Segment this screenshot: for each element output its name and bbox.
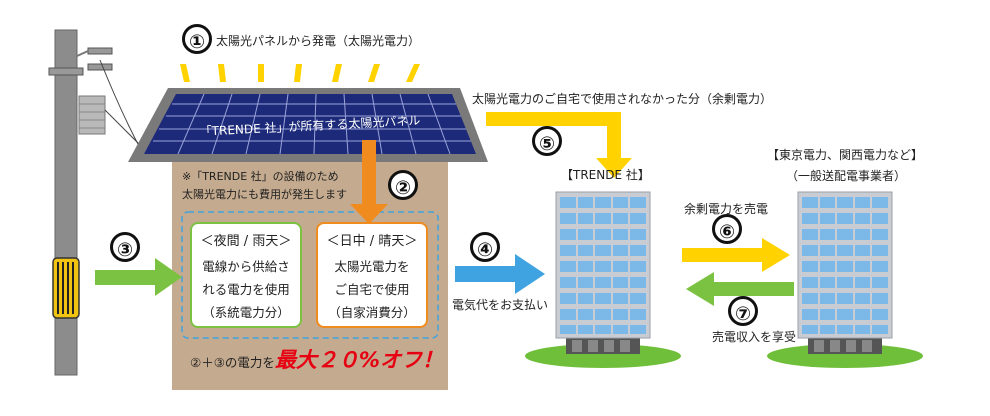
- revenue-label: 売電収入を享受: [712, 330, 797, 344]
- step-4-badge: ④: [470, 232, 500, 262]
- arrow-2-orange: [350, 140, 388, 224]
- utility-company-label: 【東京電力、関西電力など】: [767, 148, 924, 162]
- day-box-line-3: （自家消費分）: [328, 305, 416, 320]
- utility-type-label: （一般送配電事業者）: [786, 169, 907, 183]
- surplus-label: 太陽光電力のご自宅で使用されなかった分（余剰電力）: [472, 92, 773, 106]
- step-7-badge: ⑦: [728, 296, 758, 326]
- step-6-badge: ⑥: [712, 214, 742, 244]
- day-power-box: ＜日中 / 晴天＞ 太陽光電力を ご自宅で使用 （自家消費分）: [316, 222, 428, 328]
- discount-highlight: 最大２０%オフ！: [274, 348, 443, 372]
- day-box-header: ＜日中 / 晴天＞: [326, 234, 418, 249]
- night-power-box: ＜夜間 / 雨天＞ 電線から供給さ れる電力を使用 （系統電力分）: [190, 222, 302, 328]
- sun-rays-icon: [180, 64, 420, 82]
- discount-prefix: ②＋③の電力を: [190, 355, 275, 370]
- cost-note-line-1: ※「TRENDE 社」の設備のため: [182, 170, 339, 183]
- step-5-badge: ⑤: [532, 126, 562, 156]
- night-box-line-2: れる電力を使用: [202, 282, 290, 297]
- arrow-3-green: [95, 258, 182, 296]
- sell-surplus-label: 余剰電力を売電: [684, 202, 769, 216]
- night-box-line-3: （系統電力分）: [202, 305, 290, 320]
- cost-note: ※「TRENDE 社」の設備のため 太陽光電力にも費用が発生します: [182, 168, 347, 204]
- solar-panel: [128, 88, 488, 162]
- trende-building: [525, 191, 681, 368]
- dashed-outline: [181, 211, 439, 339]
- pay-bill-label: 電気代をお支払い: [452, 298, 549, 312]
- night-box-header: ＜夜間 / 雨天＞: [200, 234, 292, 249]
- arrow-7-green: [686, 272, 794, 306]
- utility-building: [767, 191, 923, 368]
- generation-label: 太陽光パネルから発電（太陽光電力）: [216, 34, 421, 48]
- arrow-5-yellow: [486, 112, 632, 178]
- step-1-badge: ①: [182, 24, 212, 54]
- arrow-6-yellow: [682, 238, 790, 272]
- cost-note-line-2: 太陽光電力にも費用が発生します: [182, 188, 347, 201]
- night-box-line-1: 電線から供給さ: [202, 259, 290, 274]
- utility-pole: [48, 29, 146, 376]
- step-2-badge: ②: [388, 170, 418, 200]
- day-box-line-2: ご自宅で使用: [334, 282, 410, 297]
- discount-text: ②＋③の電力を最大２０%オフ！: [190, 344, 443, 374]
- day-box-line-1: 太陽光電力を: [334, 259, 410, 274]
- step-3-badge: ③: [110, 232, 140, 262]
- trende-company-label: 【TRENDE 社】: [561, 168, 650, 182]
- arrow-4-blue: [455, 254, 545, 294]
